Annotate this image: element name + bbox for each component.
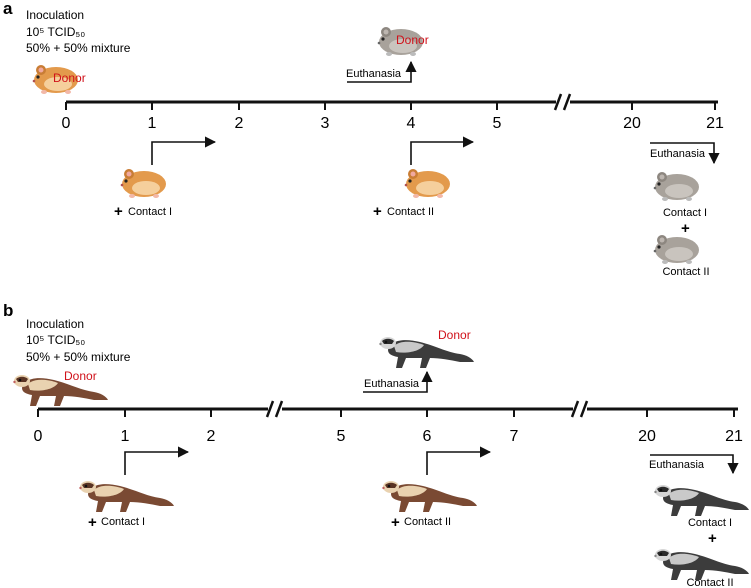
hamster-icon (653, 172, 699, 201)
axis-break (553, 93, 563, 111)
contact-1-label-end: Contact I (688, 517, 732, 529)
plus-sign: + (114, 203, 123, 220)
contact-2-label: Contact II (404, 516, 451, 528)
contact-1-arrow (151, 136, 217, 165)
plus-sign: + (681, 220, 690, 237)
contact-2-arrow (426, 446, 492, 475)
donor-label-start: Donor (53, 71, 86, 85)
inoculation-line-2: 10⁵ TCID₅₀ (26, 25, 85, 39)
plus-sign: + (373, 203, 382, 220)
contact-2-label-end: Contact II (662, 266, 709, 278)
panel-letter-a: a (3, 0, 13, 18)
euthanasia-arrow (347, 60, 417, 83)
tick-label: 20 (638, 428, 656, 445)
plus-sign: + (88, 514, 97, 531)
euthanasia-label-end: Euthanasia (649, 459, 705, 471)
tick-label: 1 (121, 428, 130, 445)
ferret-icon (654, 549, 749, 580)
contact-1-label: Contact I (101, 516, 145, 528)
tick-label: 5 (337, 428, 346, 445)
euthanasia-label-end: Euthanasia (650, 148, 706, 160)
donor-label-euthanized: Donor (438, 328, 471, 342)
contact-1-label: Contact I (128, 206, 172, 218)
ferret-icon (79, 481, 174, 512)
tick-label: 3 (321, 115, 330, 132)
tick-label: 21 (706, 115, 724, 132)
euthanasia-label-donor: Euthanasia (364, 378, 420, 390)
tick-label: 21 (725, 428, 743, 445)
hamster-icon (404, 169, 450, 198)
euthanasia-label-donor: Euthanasia (346, 68, 402, 80)
axis-break (265, 400, 275, 418)
inoculation-line-2: 10⁵ TCID₅₀ (26, 333, 85, 347)
donor-label-euthanized: Donor (396, 33, 429, 47)
hamster-icon (120, 169, 166, 198)
tick-label: 1 (148, 115, 157, 132)
tick-label: 6 (423, 428, 432, 445)
inoculation-line-1: Inoculation (26, 317, 84, 331)
tick-label: 2 (235, 115, 244, 132)
donor-label-start: Donor (64, 369, 97, 383)
ferret-icon (654, 485, 749, 516)
inoculation-line-1: Inoculation (26, 8, 84, 22)
tick-label: 0 (34, 428, 43, 445)
ferret-icon (382, 481, 477, 512)
euthanasia-arrow (650, 454, 739, 475)
tick-label: 0 (62, 115, 71, 132)
inoculation-line-3: 50% + 50% mixture (26, 41, 131, 55)
tick-label: 4 (407, 115, 416, 132)
plus-sign: + (391, 514, 400, 531)
panel-b: b Inoculation 10⁵ TCID₅₀ 50% + 50% mixtu… (3, 301, 749, 588)
axis-break (570, 400, 580, 418)
plus-sign: + (708, 530, 717, 547)
contact-1-label-end: Contact I (663, 207, 707, 219)
euthanasia-arrow (363, 370, 433, 393)
tick-label: 5 (493, 115, 502, 132)
panel-letter-b: b (3, 301, 13, 320)
contact-2-arrow (410, 136, 475, 165)
contact-1-arrow (124, 446, 190, 475)
tick-label: 7 (510, 428, 519, 445)
inoculation-line-3: 50% + 50% mixture (26, 350, 131, 364)
panel-a: a Inoculation 10⁵ TCID₅₀ 50% + 50% mixtu… (3, 0, 724, 278)
tick-label: 2 (207, 428, 216, 445)
hamster-icon (653, 235, 699, 264)
tick-label: 20 (623, 115, 641, 132)
euthanasia-arrow (650, 142, 720, 165)
contact-2-label-end: Contact II (686, 577, 733, 588)
contact-2-label: Contact II (387, 206, 434, 218)
